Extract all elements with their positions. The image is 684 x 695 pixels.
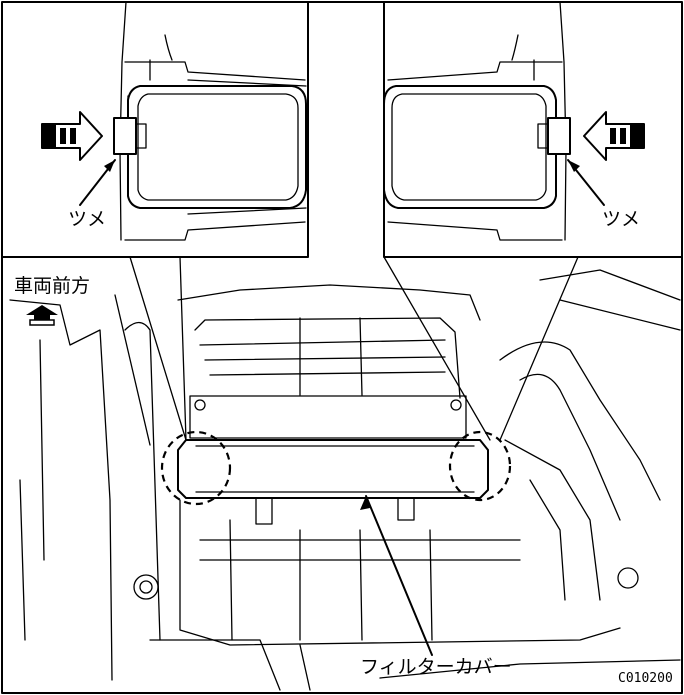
claw-right-circle bbox=[448, 430, 512, 502]
front-direction-icon bbox=[26, 305, 58, 320]
filter-cover-shape bbox=[177, 439, 489, 499]
filter-cover-label: フィルターカバー bbox=[360, 656, 512, 678]
vehicle-front-leader bbox=[114, 294, 151, 446]
claw-label-left: ツメ bbox=[68, 208, 107, 230]
inset-right bbox=[383, 1, 683, 258]
main-assembly bbox=[9, 269, 681, 691]
claw-left-circle bbox=[160, 430, 232, 506]
figure-code: C010200 bbox=[618, 671, 673, 686]
claw-label-right: ツメ bbox=[602, 208, 641, 230]
projection-left bbox=[129, 256, 309, 441]
filter-cover-leader bbox=[365, 495, 433, 656]
vehicle-front-label: 車両前方 bbox=[14, 275, 91, 297]
inset-left bbox=[1, 1, 309, 258]
projection-right bbox=[383, 256, 579, 441]
